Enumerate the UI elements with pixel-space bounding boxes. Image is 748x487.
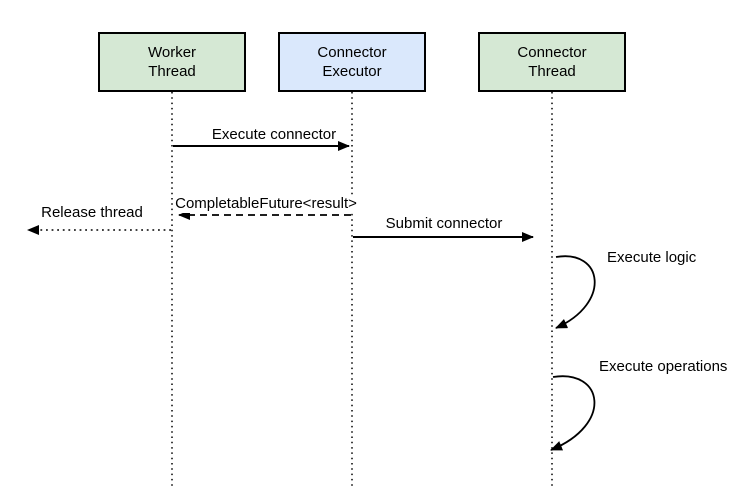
actor-box-connector-executor: Connector Executor [278, 32, 426, 92]
message-label-release-thread: Release thread [39, 204, 145, 222]
actor-label-worker-thread: Worker Thread [147, 44, 197, 80]
message-label-completablefuture-result: CompletableFuture<result> [173, 195, 359, 213]
message-label-execute-operations: Execute operations [597, 358, 730, 376]
message-label-execute-connector: Execute connector [209, 126, 339, 144]
actor-label-connector-thread: Connector Thread [517, 44, 587, 80]
actor-box-connector-thread: Connector Thread [478, 32, 626, 92]
message-label-submit-connector: Submit connector [383, 215, 505, 233]
self-loop-execute-operations [550, 375, 596, 451]
actor-label-connector-executor: Connector Executor [317, 44, 387, 80]
message-label-execute-logic: Execute logic [605, 249, 699, 267]
actor-box-worker-thread: Worker Thread [98, 32, 246, 92]
self-loop-execute-logic [555, 255, 596, 329]
